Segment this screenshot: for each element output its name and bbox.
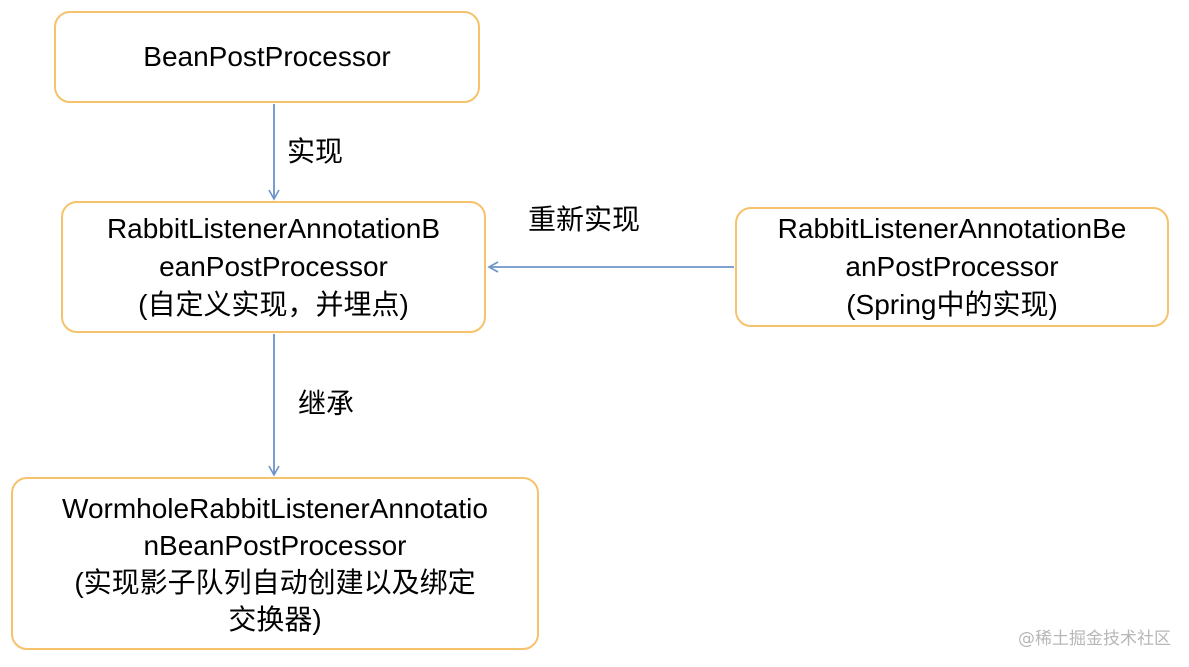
edge-label-reimplement: 重新实现 (528, 204, 641, 235)
edge-label-implement: 实现 (287, 136, 344, 167)
node-text-line: nBeanPostProcessor (143, 529, 407, 561)
node-text-line: 交换器) (228, 603, 322, 635)
node-text-line: BeanPostProcessor (143, 41, 391, 72)
node-text-line: (Spring中的实现) (846, 289, 1058, 320)
node-spring-impl: RabbitListenerAnnotationBe anPostProcess… (735, 207, 1169, 327)
node-text-line: eanPostProcessor (159, 251, 388, 282)
node-text-line: WormholeRabbitListenerAnnotatio (62, 492, 488, 524)
node-text-line: (自定义实现，并埋点) (138, 289, 409, 320)
edge-label-inherit: 继承 (298, 388, 355, 419)
node-wormhole-impl: WormholeRabbitListenerAnnotatio nBeanPos… (11, 477, 539, 650)
watermark: @稀土掘金技术社区 (1018, 629, 1171, 649)
node-text-line: (实现影子队列自动创建以及绑定 (74, 566, 476, 598)
node-custom-impl: RabbitListenerAnnotationB eanPostProcess… (61, 201, 486, 333)
node-text-line: anPostProcessor (845, 251, 1059, 282)
node-text-line: RabbitListenerAnnotationB (106, 213, 441, 244)
node-bean-post-processor: BeanPostProcessor (54, 11, 480, 103)
node-text-line: RabbitListenerAnnotationBe (777, 213, 1127, 244)
